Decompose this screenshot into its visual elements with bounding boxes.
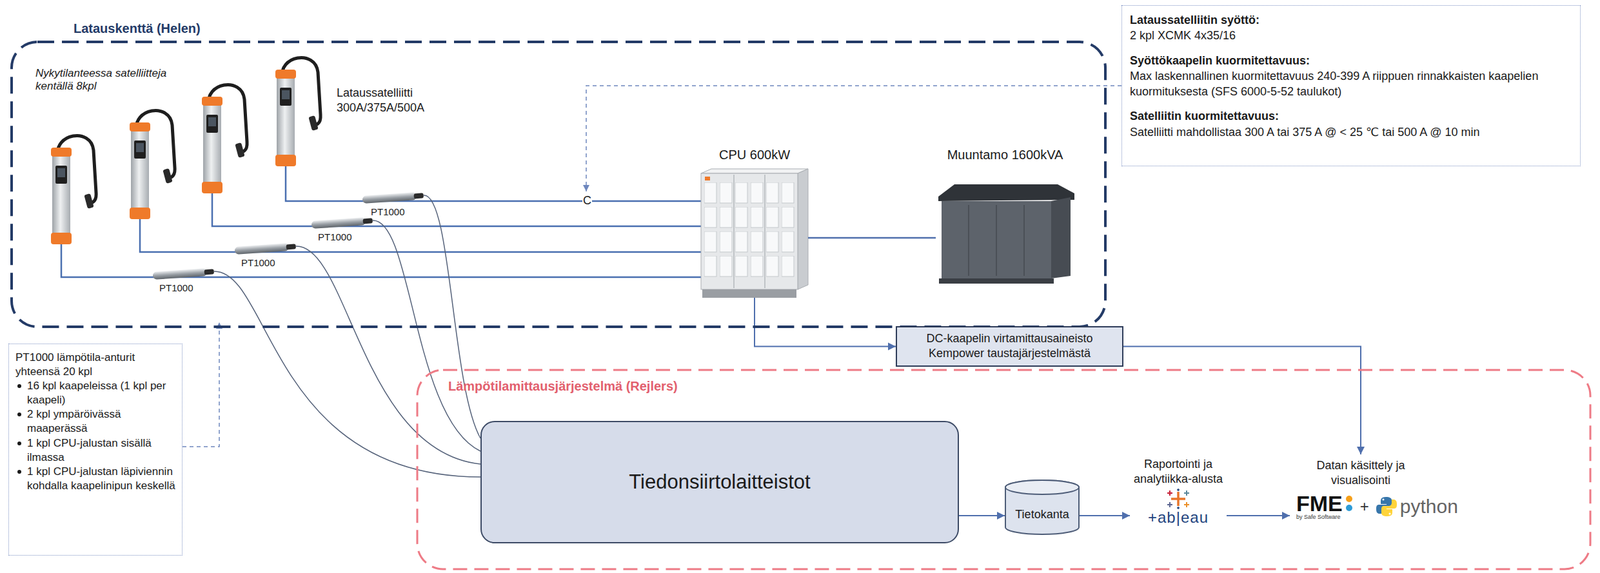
python-icon bbox=[1375, 495, 1398, 518]
sensor-label: PT1000 bbox=[241, 257, 287, 269]
tableau-wordmark: +ab|eau bbox=[1147, 509, 1209, 527]
transformer-kiosk bbox=[1051, 197, 1071, 279]
fme-logo: FMEby Safe Software bbox=[1296, 492, 1354, 522]
pt1000-sensor bbox=[362, 191, 425, 204]
tool-node: Raportointi ja analytiikka-alusta +ab|eau bbox=[1129, 454, 1227, 536]
cpu-cabinet bbox=[701, 173, 798, 290]
tableau-crosses bbox=[1165, 488, 1192, 510]
bullet-item: 2 kpl ympäröivässä maaperässä bbox=[15, 407, 176, 436]
fme-dots bbox=[1344, 493, 1354, 514]
region-title: Lämpötilamittausjärjestelmä (Rejlers) bbox=[448, 379, 678, 395]
dc-cables bbox=[139, 219, 702, 253]
cpu-cabinet bbox=[733, 174, 765, 289]
dc-cables bbox=[285, 166, 702, 202]
sensor-wire bbox=[214, 195, 481, 478]
sensor-wire bbox=[372, 220, 481, 452]
box-text: DC-kaapelin virtamittausaineisto Kempowe… bbox=[903, 331, 1116, 362]
bullet-item: 1 kpl CPU-jalustan läpiviennin kohdalla … bbox=[15, 464, 176, 494]
info-heading: Lataussatelliitin syöttö: bbox=[1129, 12, 1573, 28]
tool-node: Datan käsittely ja visualisointiFMEby Sa… bbox=[1289, 454, 1503, 536]
bullet-dot bbox=[17, 384, 22, 389]
sensor-label: PT1000 bbox=[159, 282, 205, 294]
connector bbox=[1226, 515, 1290, 517]
pt1000-sensor bbox=[152, 267, 215, 280]
connector bbox=[1079, 515, 1130, 517]
sensor-wire bbox=[296, 246, 481, 465]
sensor-wire bbox=[423, 195, 481, 439]
component-label: CPU 600kW bbox=[701, 147, 809, 163]
cpu-cabinet bbox=[704, 176, 711, 181]
transformer-kiosk bbox=[938, 184, 1075, 284]
bullet-item: 1 kpl CPU-jalustan sisällä ilmassa bbox=[15, 436, 176, 465]
pt1000-sensor bbox=[311, 216, 374, 229]
box-text: Tietokanta bbox=[1015, 508, 1069, 522]
cpu-cabinet bbox=[702, 289, 797, 298]
data-source-box: DC-kaapelin virtamittausaineisto Kempowe… bbox=[895, 326, 1124, 367]
cpu-cabinet bbox=[701, 168, 809, 298]
sensor-label: PT1000 bbox=[317, 231, 364, 243]
connector bbox=[1123, 346, 1361, 455]
cylinder-shape bbox=[1005, 480, 1079, 495]
info-text: Max laskennallinen kuormitettavuus 240-3… bbox=[1129, 68, 1573, 100]
dc-cables bbox=[61, 166, 702, 278]
charging-satellite bbox=[275, 57, 321, 167]
info-text: Satelliitti mahdollistaa 300 A tai 375 A… bbox=[1129, 124, 1573, 140]
connector bbox=[754, 297, 896, 347]
transformer-kiosk bbox=[938, 184, 1075, 202]
fme-tagline: by Safe Software bbox=[1296, 514, 1354, 522]
bullet-dot bbox=[17, 470, 22, 475]
pt1000-sensor bbox=[234, 242, 297, 255]
transformer-kiosk bbox=[941, 201, 1052, 279]
box-text: Tiedonsiirtolaitteistot bbox=[628, 470, 810, 494]
info-box: PT1000 lämpötila-anturit yhteensä 20 kpl… bbox=[8, 343, 183, 556]
transformer-kiosk bbox=[968, 205, 1025, 277]
info-heading: Satelliitin kuormitettavuus: bbox=[1129, 108, 1573, 124]
fme-logo: FME bbox=[1296, 492, 1354, 515]
database-cylinder: Tietokanta bbox=[1004, 480, 1080, 535]
bullet-item: 16 kpl kaapeleissa (1 kpl per kaapeli) bbox=[15, 379, 176, 408]
component: Muuntamo 1600kVA bbox=[935, 147, 1075, 284]
logo-row: FMEby Safe Software + python bbox=[1296, 492, 1497, 522]
fme-wordmark: FME bbox=[1296, 492, 1343, 515]
component: CPU 600kW bbox=[701, 147, 809, 298]
cpu-cabinet bbox=[797, 168, 809, 290]
cpu-cabinet bbox=[701, 168, 809, 174]
cpu-cabinet bbox=[704, 182, 798, 281]
python-wordmark: python bbox=[1400, 497, 1459, 517]
component-label: Muuntamo 1600kVA bbox=[935, 147, 1075, 163]
pt1000-sensor bbox=[152, 191, 425, 280]
sensor-label: PT1000 bbox=[370, 206, 416, 218]
annotation: Nykytilanteessa satelliitteja kentällä 8… bbox=[35, 67, 191, 94]
leader-arrow bbox=[586, 85, 1122, 192]
bullet-dot bbox=[17, 441, 22, 446]
info-heading: Syöttökaapelin kuormitettavuus: bbox=[1129, 52, 1573, 69]
info-text: PT1000 lämpötila-anturit yhteensä 20 kpl bbox=[15, 350, 176, 380]
leader-arrow bbox=[182, 85, 1122, 447]
tool-label: Datan käsittely ja visualisointi bbox=[1296, 458, 1426, 488]
transformer-kiosk bbox=[938, 278, 1054, 284]
region-title: Latauskenttä (Helen) bbox=[69, 21, 205, 37]
dashed-outline bbox=[11, 41, 1106, 327]
cylinder-shape bbox=[1005, 480, 1079, 535]
charging-satellite bbox=[201, 84, 247, 194]
info-box: Lataussatelliitin syöttö:2 kpl XCMK 4x35… bbox=[1121, 5, 1581, 167]
connector bbox=[808, 237, 936, 240]
cylinder-shape bbox=[1004, 480, 1080, 535]
bullet-dot bbox=[17, 412, 22, 417]
leader-arrow bbox=[182, 322, 220, 447]
cable-marker: C bbox=[582, 194, 593, 208]
annotation: Lataussatelliitti 300A/375A/500A bbox=[336, 85, 450, 115]
sensor-wire bbox=[214, 271, 481, 478]
info-text: 2 kpl XCMK 4x35/16 bbox=[1129, 27, 1573, 44]
plus-sign: + bbox=[1360, 497, 1370, 516]
charging-satellite bbox=[50, 135, 97, 245]
dashed-outline bbox=[417, 370, 1591, 570]
process-box: Tiedonsiirtolaitteistot bbox=[480, 421, 959, 544]
tool-label: Raportointi ja analytiikka-alusta bbox=[1129, 457, 1227, 487]
charging-satellite bbox=[129, 110, 175, 220]
connector bbox=[958, 515, 1005, 517]
region-frame: Lämpötilamittausjärjestelmä (Rejlers) Tie… bbox=[415, 368, 1592, 571]
